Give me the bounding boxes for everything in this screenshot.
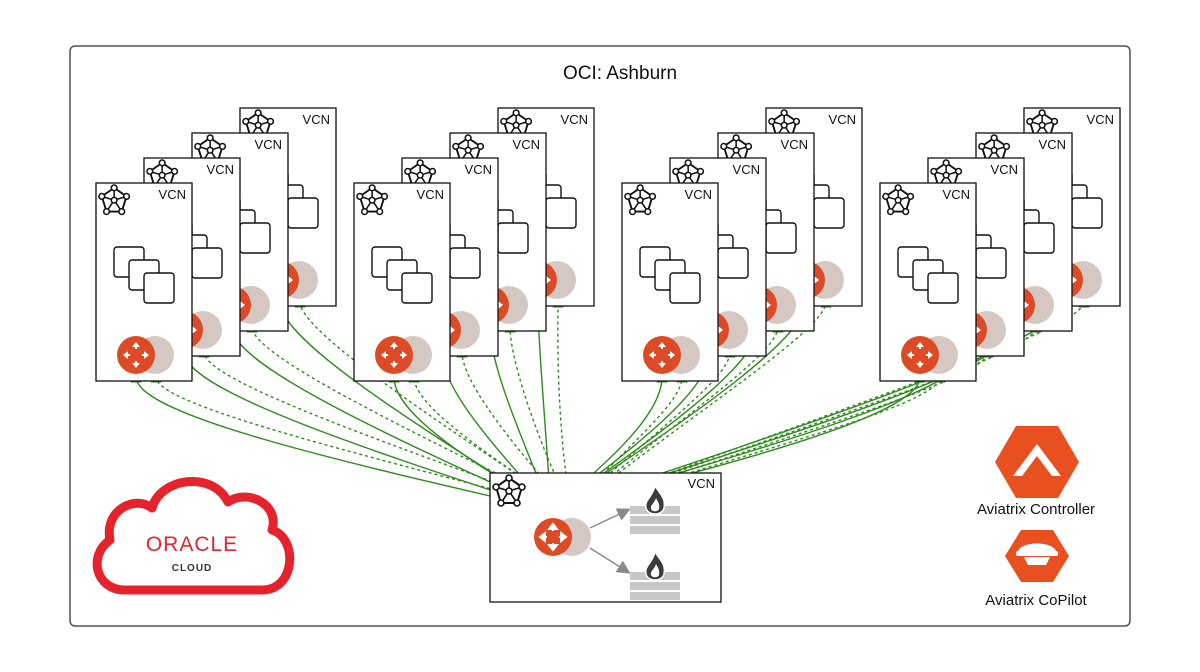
aviatrix-copilot-label: Aviatrix CoPilot — [985, 592, 1087, 609]
spoke-vcn-label: VCN — [829, 112, 856, 127]
traffic-arrow-firewall-1 — [589, 508, 631, 529]
aviatrix-controller-legend: Aviatrix Controller — [977, 426, 1095, 518]
oracle-cloud-logo: ORACLE CLOUD — [92, 476, 295, 595]
spoke-vcn-label: VCN — [255, 137, 282, 152]
spoke-gateway-icon[interactable] — [117, 336, 155, 374]
region-boundary — [69, 45, 1131, 627]
spoke-vcn-group: VCN VCN VCN VCN — [621, 107, 863, 382]
spoke-gateway-icon[interactable] — [375, 336, 413, 374]
firewall-icon[interactable] — [630, 550, 680, 600]
spoke-gateway-icon[interactable] — [643, 336, 681, 374]
spoke-vcn-label: VCN — [943, 187, 970, 202]
aviatrix-controller-icon — [995, 426, 1079, 498]
spoke-vcn-label: VCN — [685, 187, 712, 202]
firewall-icon[interactable] — [630, 484, 680, 534]
vcn-network-icon — [882, 184, 915, 216]
connection-dashed — [198, 346, 572, 511]
spoke-vcn-label: VCN — [1039, 137, 1066, 152]
spoke-vcn-label: VCN — [561, 112, 588, 127]
spoke-vcn-group: VCN VCN VCN VCN — [353, 107, 595, 382]
vcn-network-icon — [624, 184, 657, 216]
traffic-arrow-firewall-2 — [589, 547, 631, 574]
transit-vcn[interactable]: VCN — [489, 472, 722, 603]
spoke-vcn-group: VCN VCN VCN VCN — [95, 107, 337, 382]
oracle-cloud-text: CLOUD — [172, 563, 213, 574]
spoke-vcn[interactable]: VCN — [95, 182, 193, 382]
spoke-vcn-label: VCN — [303, 112, 330, 127]
vcn-network-icon — [356, 184, 389, 216]
spoke-vcn-label: VCN — [733, 162, 760, 177]
spoke-vcn-label: VCN — [159, 187, 186, 202]
spoke-gateway-icon[interactable] — [901, 336, 939, 374]
spoke-vcn-label: VCN — [465, 162, 492, 177]
spoke-vcn-label: VCN — [991, 162, 1018, 177]
aviatrix-controller-label: Aviatrix Controller — [977, 501, 1095, 518]
spoke-vcn[interactable]: VCN — [353, 182, 451, 382]
connection-solid — [130, 371, 552, 511]
compute-instances-icon — [897, 246, 959, 304]
spoke-vcn-label: VCN — [1087, 112, 1114, 127]
compute-instances-icon — [113, 246, 175, 304]
oracle-brand-text: ORACLE — [146, 533, 238, 556]
spoke-vcn-label: VCN — [513, 137, 540, 152]
transit-vcn-label: VCN — [688, 476, 715, 491]
spoke-vcn[interactable]: VCN — [879, 182, 977, 382]
vcn-network-icon — [98, 184, 131, 216]
spoke-vcn-groups: VCNVCNVCNVCNVCNVCNVCNVCNVCNVCNVCNVCNVCNV… — [95, 107, 1121, 382]
region-title: OCI: Ashburn — [563, 63, 677, 84]
spoke-vcn-label: VCN — [417, 187, 444, 202]
spoke-vcn[interactable]: VCN — [621, 182, 719, 382]
spoke-vcn-group: VCN VCN VCN VCN — [879, 107, 1121, 382]
aviatrix-copilot-legend: Aviatrix CoPilot — [985, 530, 1088, 609]
spoke-vcn-label: VCN — [781, 137, 808, 152]
vcn-network-icon — [492, 474, 526, 507]
compute-instances-icon — [639, 246, 701, 304]
compute-instances-icon — [371, 246, 433, 304]
spoke-vcn-label: VCN — [207, 162, 234, 177]
connection-dashed — [150, 371, 572, 511]
connection-dashed — [456, 346, 572, 511]
transit-vcn-box[interactable] — [489, 472, 722, 603]
transit-gateway-icon[interactable] — [534, 518, 572, 556]
